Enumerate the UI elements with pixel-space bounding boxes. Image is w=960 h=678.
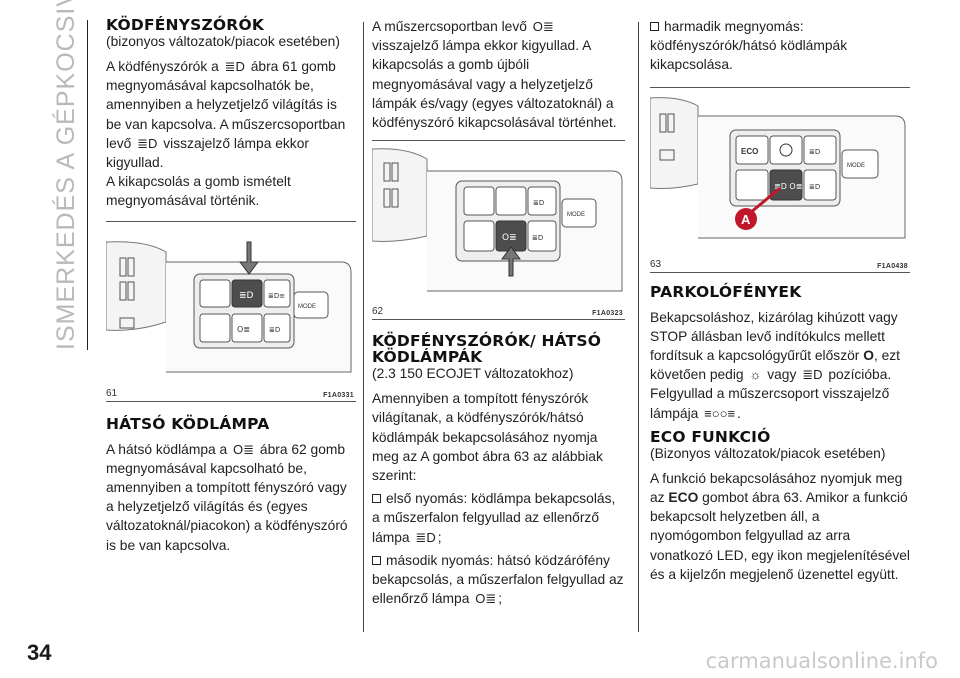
mode-label: MODE: [298, 304, 316, 310]
svg-text:≣D: ≣D: [533, 199, 544, 207]
list-item: második nyomás: hátsó ködzárófény bekapc…: [372, 551, 625, 609]
figure-number: 62: [372, 306, 384, 318]
list-item: harmadik megnyomás: ködfényszórók/hátsó …: [650, 19, 848, 73]
paragraph: Bekapcsoláshoz, kizárólag kihúzott vagy …: [650, 308, 910, 423]
column-divider: [363, 22, 364, 632]
figure-number: 61: [106, 387, 118, 399]
svg-text:O≣: O≣: [502, 233, 517, 243]
front-fog-lamp-icon: ≣D: [137, 135, 158, 151]
eco-label: ECO: [741, 147, 758, 156]
sidelight-icon: ≣D: [802, 367, 823, 383]
paragraph: A hátsó ködlámpa a O≣ ábra 62 gomb megny…: [106, 441, 348, 553]
paragraph: A funkció bekapcsolásához nyomjuk meg az…: [650, 470, 910, 582]
figure-code: F1A0438: [877, 262, 908, 270]
svg-text:≣D≡: ≣D≡: [268, 292, 285, 300]
parking-light-icon: ≡○○≡: [704, 405, 736, 421]
checkbox-icon: [650, 22, 659, 31]
paragraph: Amennyiben a tompított fényszórók világí…: [372, 391, 603, 484]
section-heading-fog-rear: KÖDFÉNYSZÓRÓK/ HÁTSÓ KÖDLÁMPÁK: [372, 332, 602, 367]
checkbox-icon: [372, 555, 381, 565]
figure-code: F1A0323: [592, 310, 623, 318]
column-divider: [638, 22, 639, 632]
fog-switch-illustration: ≣D ≣D≡ O≣ ≣D MODE: [106, 221, 356, 401]
section-subheading: (Bizonyos változatok/piacok esetében): [650, 445, 886, 461]
column-3: harmadik megnyomás: ködfényszórók/hátsó …: [650, 17, 910, 584]
eco-switch-illustration: ECO ≣D ≣D O≣ ≣D MODE A: [650, 87, 910, 272]
rear-fog-lamp-icon: O≣: [532, 19, 554, 34]
mode-label: MODE: [567, 212, 585, 218]
svg-text:≣D: ≣D: [809, 183, 820, 191]
svg-text:≣D: ≣D: [239, 291, 254, 301]
chapter-title: ISMERKEDÉS A GÉPKOCSIVAL: [52, 0, 80, 350]
section-heading-parking-lights: PARKOLÓFÉNYEK: [650, 282, 802, 301]
callout-label-a: A: [741, 212, 751, 227]
paragraph: A műszercsoportban levő O≣ visszajelző l…: [372, 19, 617, 131]
paragraph: A kikapcsolás a gomb ismételt megnyomásá…: [106, 174, 291, 209]
figure-code: F1A0331: [323, 391, 354, 399]
page-number: 34: [27, 640, 52, 665]
svg-text:≣D: ≣D: [532, 234, 543, 242]
mode-label: MODE: [847, 163, 865, 169]
figure-62: ≣D O≣ ≣D MODE 62 F1A0323: [372, 140, 625, 321]
rear-fog-switch-illustration: ≣D O≣ ≣D MODE: [372, 141, 625, 320]
section-subheading: (bizonyos változatok/piacok esetében): [106, 34, 340, 49]
chapter-rule: [87, 20, 88, 350]
rear-fog-lamp-icon: O≣: [475, 591, 497, 607]
checkbox-icon: [372, 494, 381, 504]
paragraph: A ködfényszórók a ≣D ábra 61 gomb megnyo…: [106, 59, 346, 171]
figure-number: 63: [650, 258, 662, 270]
figure-63: ECO ≣D ≣D O≣ ≣D MODE A 63 F1A0438: [650, 86, 910, 273]
svg-text:O≣: O≣: [237, 325, 250, 334]
section-subheading: (2.3 150 ECOJET változatokhoz): [372, 366, 574, 382]
column-2: A műszercsoportban levő O≣ visszajelző l…: [372, 17, 625, 608]
section-heading-fog-lights: KÖDFÉNYSZÓRÓK: [106, 16, 265, 34]
front-fog-lamp-icon: ≣D: [415, 529, 436, 545]
rear-fog-lamp-icon: O≣: [233, 441, 255, 457]
svg-text:≣D: ≣D: [269, 326, 280, 334]
figure-61: ≣D ≣D≡ O≣ ≣D MODE 61 F1A0331: [106, 220, 356, 402]
svg-text:≣D: ≣D: [809, 148, 820, 156]
sidelight-icon: ☼: [749, 367, 762, 383]
svg-text:≣D O≣: ≣D O≣: [774, 182, 802, 191]
column-1: KÖDFÉNYSZÓRÓK (bizonyos változatok/piaco…: [106, 17, 356, 555]
watermark: carmanualsonline.info: [705, 649, 938, 673]
front-fog-lamp-icon: ≣D: [224, 59, 245, 74]
list-item: első nyomás: ködlámpa bekapcsolás, a műs…: [372, 489, 625, 547]
section-heading-rear-fog: HÁTSÓ KÖDLÁMPA: [106, 414, 270, 433]
section-heading-eco: ECO FUNKCIÓ: [650, 427, 771, 446]
